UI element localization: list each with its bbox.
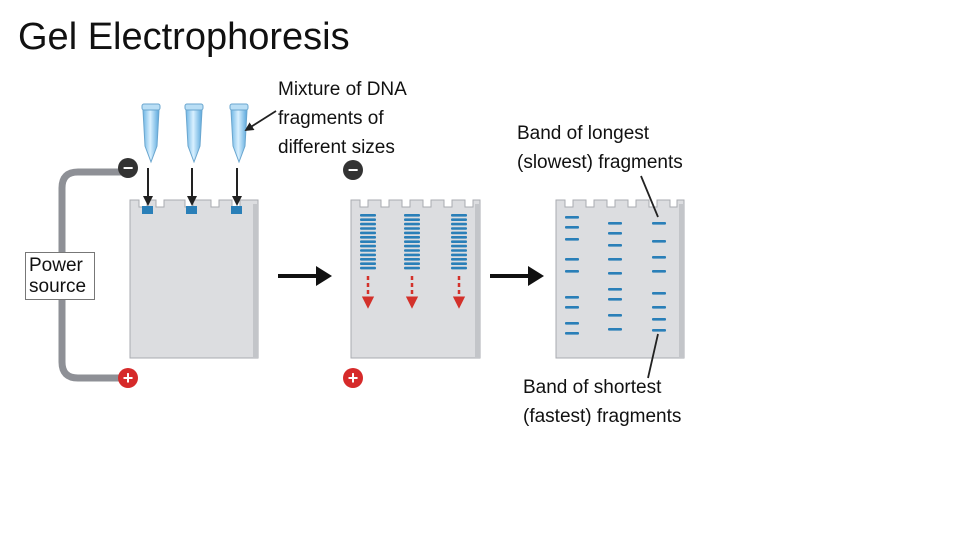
label-longest-band: Band of longest (slowest) fragments	[517, 123, 683, 173]
separated-band	[608, 328, 622, 331]
process-arrow-icon	[490, 266, 544, 286]
gel-2	[350, 199, 481, 359]
sample-tube-icon	[141, 103, 161, 164]
gel-1	[129, 199, 259, 359]
separated-band	[652, 318, 666, 321]
separated-band	[608, 298, 622, 301]
separated-band	[652, 270, 666, 273]
migrating-band	[360, 249, 376, 252]
separated-band	[565, 296, 579, 299]
migrating-band	[360, 266, 376, 270]
gel-1-well-sample-1	[142, 206, 153, 214]
process-arrow-icon	[278, 266, 332, 286]
separated-band	[565, 306, 579, 309]
separated-band	[608, 232, 622, 235]
migrating-band	[451, 236, 467, 239]
gel-2-migrating-bands	[360, 214, 467, 270]
migrating-band	[404, 249, 420, 252]
migrating-band	[404, 214, 420, 217]
migrating-band	[451, 214, 467, 217]
separated-band	[565, 238, 579, 241]
migrating-band	[404, 253, 420, 257]
separated-band	[565, 216, 579, 219]
mixture-pointer	[244, 110, 277, 131]
migrating-band	[404, 244, 420, 248]
separated-band	[608, 272, 622, 275]
migrating-band	[360, 227, 376, 230]
migrating-band	[451, 258, 467, 261]
sample-tube-icon	[184, 103, 204, 164]
migrating-band	[360, 231, 376, 235]
migrating-band	[404, 240, 420, 243]
separated-band	[565, 332, 579, 335]
gel-1-slab	[129, 199, 259, 359]
gel-3-slab	[555, 199, 685, 359]
separated-band	[565, 226, 579, 229]
migrating-band	[404, 258, 420, 261]
separated-band	[652, 292, 666, 295]
separated-band	[608, 244, 622, 247]
migrating-band	[360, 214, 376, 217]
migrating-band	[360, 244, 376, 248]
separated-band	[652, 329, 666, 332]
separated-band	[652, 222, 666, 225]
negative-electrode-icon: −	[343, 160, 363, 180]
svg-text:+: +	[123, 368, 134, 388]
migrating-band	[360, 262, 376, 265]
slide-title: Gel Electrophoresis	[18, 16, 350, 58]
migrating-band	[404, 227, 420, 230]
separated-band	[565, 270, 579, 273]
longest-band-pointer	[640, 175, 659, 218]
separated-band	[565, 322, 579, 325]
migrating-band	[451, 231, 467, 235]
migrating-band	[451, 240, 467, 243]
migrating-band	[451, 253, 467, 257]
svg-text:−: −	[348, 160, 359, 180]
separated-band	[652, 256, 666, 259]
migrating-band	[360, 253, 376, 257]
separated-band	[608, 314, 622, 317]
migrating-band	[451, 262, 467, 265]
migrating-band	[451, 227, 467, 230]
migrating-band	[451, 266, 467, 270]
migrating-band	[404, 231, 420, 235]
sample-tube-icon	[229, 103, 249, 164]
migrating-band	[360, 222, 376, 226]
migrating-band	[360, 236, 376, 239]
gel-1-well-sample-3	[231, 206, 242, 214]
gel-2-slab	[350, 199, 481, 359]
label-dna-mixture: Mixture of DNA fragments of different si…	[278, 79, 407, 158]
separated-band	[652, 306, 666, 309]
migrating-band	[451, 222, 467, 226]
separated-band	[608, 222, 622, 225]
migrating-band	[360, 258, 376, 261]
svg-text:+: +	[348, 368, 359, 388]
migrating-band	[404, 266, 420, 270]
separated-band	[608, 258, 622, 261]
migrating-band	[451, 244, 467, 248]
positive-electrode-icon: +	[118, 368, 138, 388]
power-source-label: Power source	[25, 252, 95, 300]
migrating-band	[404, 222, 420, 226]
shortest-band-pointer	[647, 333, 659, 379]
migrating-band	[404, 236, 420, 239]
gel-1-well-sample-2	[186, 206, 197, 214]
separated-band	[565, 258, 579, 261]
svg-text:−: −	[123, 158, 134, 178]
migrating-band	[451, 249, 467, 252]
positive-electrode-icon: +	[343, 368, 363, 388]
separated-band	[608, 288, 622, 291]
gel-3	[555, 199, 685, 359]
migrating-band	[404, 218, 420, 221]
migrating-band	[451, 218, 467, 221]
separated-band	[652, 240, 666, 243]
migrating-band	[404, 262, 420, 265]
migrating-band	[360, 218, 376, 221]
gel-3-separated-bands	[565, 216, 666, 335]
negative-electrode-icon: −	[118, 158, 138, 178]
migrating-band	[360, 240, 376, 243]
label-shortest-band: Band of shortest (fastest) fragments	[523, 377, 682, 427]
